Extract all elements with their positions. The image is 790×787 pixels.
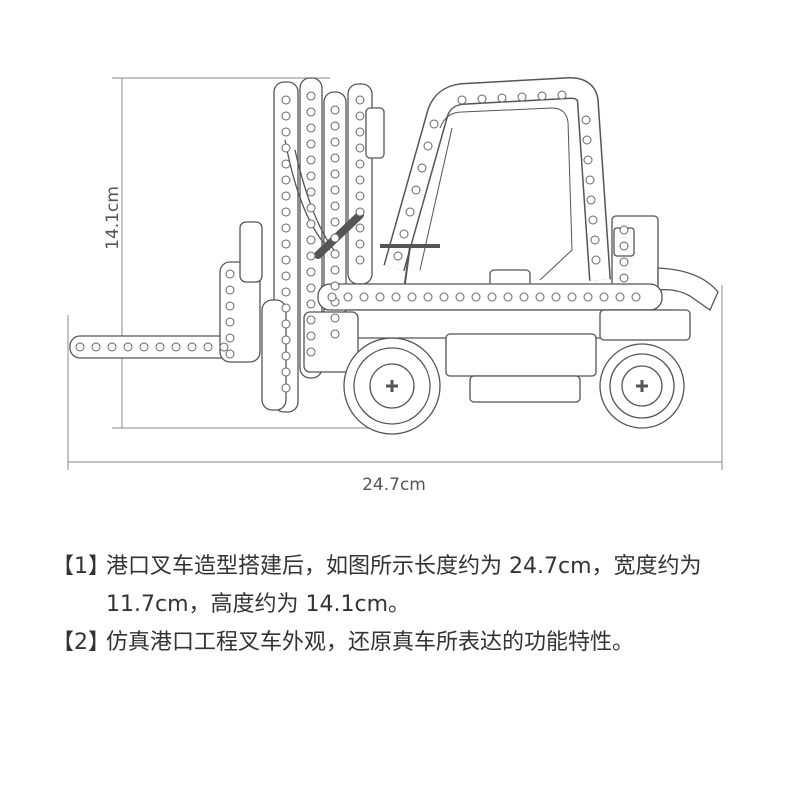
notes-list: 【1】 港口叉车造型搭建后，如图所示长度约为 24.7cm，宽度约为 11.7c… [52, 548, 752, 662]
length-dimension [67, 285, 723, 470]
note-text: 仿真港口工程叉车外观，还原真车所表达的功能特性。 [106, 630, 635, 655]
note-1: 【1】 港口叉车造型搭建后，如图所示长度约为 24.7cm，宽度约为 11.7c… [52, 548, 752, 624]
front-wheel [343, 337, 441, 435]
note-marker: 【2】 [52, 630, 110, 655]
height-label: 14.1cm [103, 186, 123, 250]
beam-holes [75, 90, 641, 393]
rear-wheel [599, 343, 685, 429]
height-dimension [112, 77, 410, 429]
note-2: 【2】 仿真港口工程叉车外观，还原真车所表达的功能特性。 [52, 624, 752, 662]
forklift-diagram: 14.1cm 24.7cm [67, 77, 723, 495]
note-text: 港口叉车造型搭建后，如图所示长度约为 24.7cm，宽度约为 11.7cm，高度… [106, 554, 702, 617]
length-label: 24.7cm [362, 475, 426, 495]
lift-cylinder [365, 107, 385, 159]
forklift-drawing [69, 77, 719, 435]
note-marker: 【1】 [52, 554, 110, 579]
